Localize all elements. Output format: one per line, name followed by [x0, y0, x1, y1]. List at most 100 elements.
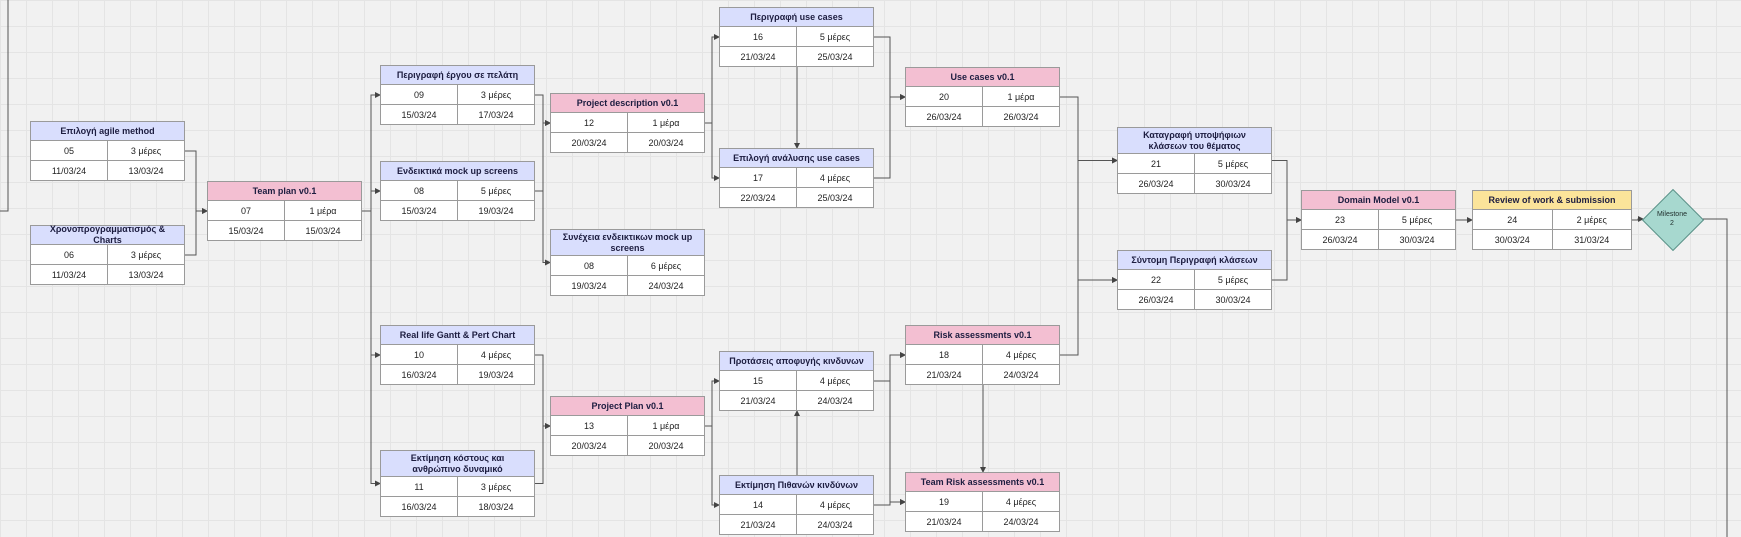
- task-start-date: 11/03/24: [51, 269, 87, 280]
- task-title: Real life Gantt & Pert Chart: [381, 326, 534, 345]
- dependency-arrow: [535, 120, 551, 192]
- task-title: Επιλογή agile method: [31, 122, 184, 141]
- task-end-date: 25/03/24: [796, 188, 873, 207]
- task-start-date: 16/03/24: [401, 369, 437, 380]
- task-duration: 4 μέρες: [982, 345, 1059, 364]
- task-duration: 5 μέρες: [457, 181, 534, 200]
- task-end-date: 13/03/24: [107, 265, 184, 284]
- task-title: Ενδεικτικά mock up screens: [381, 162, 534, 181]
- dependency-arrow: [185, 150, 208, 214]
- task-title: Προτάσεις αποφυγής κινδυνων: [720, 352, 873, 371]
- dependency-arrow: [874, 94, 906, 179]
- task-end-date: 19/03/24: [457, 201, 534, 220]
- task-title: Team plan v0.1: [208, 182, 361, 201]
- task-start-date: 21/03/24: [926, 369, 962, 380]
- task-start-date: 22/03/24: [740, 192, 776, 203]
- dependency-arrow: [362, 92, 381, 212]
- task-start-date: 26/03/24: [1138, 178, 1174, 189]
- task-duration: 4 μέρες: [796, 371, 873, 390]
- task-end-date: 30/03/24: [1194, 174, 1271, 193]
- dependency-arrow: [1272, 217, 1302, 281]
- task-duration: 2 μέρες: [1551, 210, 1632, 229]
- task-id: 06: [63, 249, 74, 260]
- task-start-date: 26/03/24: [1322, 234, 1358, 245]
- task-end-date: 24/03/24: [796, 391, 873, 410]
- task-title: Risk assessments v0.1: [906, 326, 1059, 345]
- task-duration: 3 μέρες: [457, 477, 534, 496]
- dependency-arrow: [874, 499, 906, 506]
- task-end-date: 24/03/24: [982, 365, 1059, 384]
- task-end-date: 13/03/24: [107, 161, 184, 180]
- dependency-arrow: [874, 352, 906, 382]
- task-title: Team Risk assessments v0.1: [906, 473, 1059, 492]
- milestone-label: Milestone 2: [1643, 190, 1701, 248]
- dependency-arrow: [535, 423, 551, 484]
- dependency-arrow: [362, 210, 381, 487]
- task-card[interactable]: Καταγραφή υποψήφιων κλάσεων του θέματος …: [1117, 127, 1272, 194]
- dependency-arrow: [1060, 277, 1118, 356]
- task-id: 14: [752, 499, 763, 510]
- task-id: 12: [583, 117, 594, 128]
- task-start-date: 16/03/24: [401, 501, 437, 512]
- dependency-arrow: [705, 122, 720, 181]
- task-card[interactable]: Risk assessments v0.1 18 4 μέρες 21/03/24…: [905, 325, 1060, 385]
- task-card[interactable]: Real life Gantt & Pert Chart 10 4 μέρες 1…: [380, 325, 535, 385]
- task-start-date: 15/03/24: [401, 109, 437, 120]
- dependency-arrow: [362, 210, 381, 358]
- task-card[interactable]: Εκτίμηση κόστους και ανθρώπινο δυναμικό …: [380, 450, 535, 517]
- task-title: Επιλογή ανάλυσης use cases: [720, 149, 873, 168]
- task-duration: 1 μέρα: [627, 416, 704, 435]
- task-start-date: 15/03/24: [228, 225, 264, 236]
- task-end-date: 24/03/24: [627, 276, 704, 295]
- dependency-arrow: [535, 190, 551, 266]
- dependency-arrow: [705, 378, 720, 427]
- task-duration: 1 μέρα: [627, 113, 704, 132]
- task-title: Εκτίμηση κόστους και ανθρώπινο δυναμικό: [381, 451, 534, 477]
- task-duration: 5 μέρες: [1378, 210, 1455, 229]
- task-id: 08: [583, 260, 594, 271]
- task-start-date: 21/03/24: [740, 51, 776, 62]
- task-end-date: 17/03/24: [457, 105, 534, 124]
- task-title: Συνέχεια ενδεικτικων mock up screens: [551, 230, 704, 256]
- task-end-date: 25/03/24: [796, 47, 873, 66]
- task-duration: 4 μέρες: [457, 345, 534, 364]
- task-id: 20: [938, 91, 949, 102]
- task-title: Project Plan v0.1: [551, 397, 704, 416]
- task-start-date: 26/03/24: [926, 111, 962, 122]
- task-id: 18: [938, 349, 949, 360]
- task-id: 16: [752, 31, 763, 42]
- dependency-arrow: [185, 208, 208, 256]
- task-end-date: 31/03/24: [1551, 230, 1632, 249]
- dependency-arrow: [1060, 157, 1118, 356]
- task-title: Καταγραφή υποψήφιων κλάσεων του θέματος: [1118, 128, 1271, 154]
- milestone-diamond[interactable]: Milestone 2: [1641, 188, 1705, 252]
- task-id: 10: [413, 349, 424, 360]
- task-start-date: 11/03/24: [51, 165, 87, 176]
- dependency-arrow: [874, 352, 906, 506]
- task-title: Domain Model v0.1: [1302, 191, 1455, 210]
- task-id: 08: [413, 185, 424, 196]
- task-duration: 3 μέρες: [457, 85, 534, 104]
- task-id: 09: [413, 89, 424, 100]
- task-title: Review of work & submission: [1473, 191, 1631, 210]
- dependency-arrow: [1060, 96, 1118, 283]
- milestone-label-line1: Milestone: [1657, 211, 1687, 218]
- dependency-arrow: [535, 94, 551, 126]
